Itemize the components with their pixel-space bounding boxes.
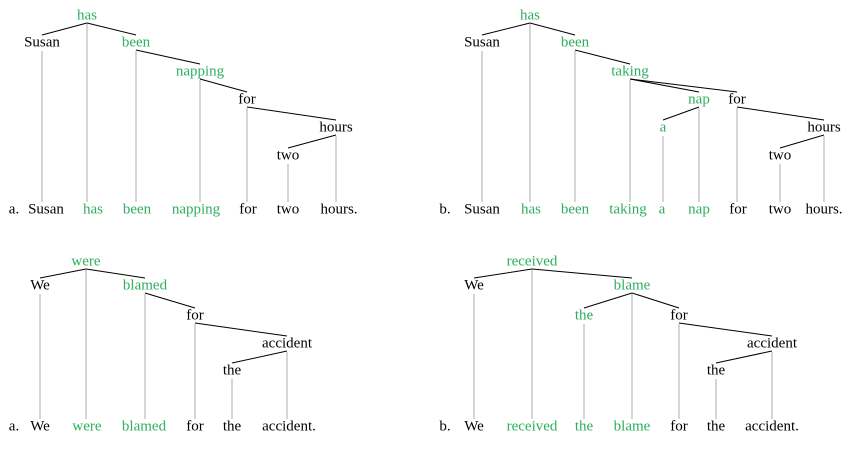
panel-label: a. bbox=[8, 201, 20, 218]
sentence-word: blame bbox=[613, 418, 651, 435]
dependency-edge bbox=[85, 268, 146, 279]
dependency-edge bbox=[779, 134, 825, 149]
sentence-word: for bbox=[239, 201, 257, 218]
tree-node-word: We bbox=[30, 277, 50, 294]
sentence-word: accident. bbox=[262, 418, 316, 435]
sentence-word: napping bbox=[171, 201, 221, 218]
dependency-edge bbox=[629, 78, 700, 93]
sentence-word: blamed bbox=[121, 418, 167, 435]
tree-node-word: taking bbox=[611, 63, 649, 80]
dependency-edge bbox=[231, 350, 288, 364]
dependency-edge bbox=[529, 22, 576, 36]
dependency-edge bbox=[629, 78, 738, 93]
sentence-word: the bbox=[222, 418, 242, 435]
sentence-word: were bbox=[72, 418, 102, 435]
tree-node-word: accident bbox=[747, 335, 797, 352]
sentence-word: the bbox=[706, 418, 726, 435]
tree-node-word: We bbox=[464, 277, 484, 294]
sentence-word: nap bbox=[688, 201, 710, 218]
tree-node-word: the bbox=[222, 362, 242, 379]
panel-label: a. bbox=[8, 418, 20, 435]
sentence-word: taking bbox=[609, 201, 647, 218]
tree-node-word: been bbox=[560, 34, 590, 51]
dependency-edge bbox=[531, 268, 633, 279]
tree-node-word: two bbox=[276, 147, 300, 164]
sentence-word: for bbox=[670, 418, 688, 435]
tree-node-word: napping bbox=[175, 63, 225, 80]
tree-node-word: hours bbox=[319, 119, 353, 136]
sentence-word: accident. bbox=[745, 418, 799, 435]
dependency-edge bbox=[574, 49, 631, 65]
dependency-edge bbox=[715, 350, 773, 364]
dependency-edge bbox=[199, 78, 248, 93]
tree-node-word: has bbox=[77, 7, 97, 24]
sentence-word: We bbox=[464, 418, 484, 435]
sentence-word: been bbox=[560, 201, 590, 218]
sentence-word: hours. bbox=[320, 201, 358, 218]
tree-node-word: two bbox=[768, 147, 792, 164]
dependency-edge bbox=[678, 322, 773, 337]
sentence-word: Susan bbox=[464, 201, 500, 218]
tree-node-word: received bbox=[506, 253, 558, 270]
tree-node-word: hours bbox=[807, 119, 841, 136]
sentence-word: the bbox=[574, 418, 594, 435]
sentence-word: a bbox=[658, 201, 666, 218]
tree-node-word: were bbox=[71, 253, 101, 270]
dependency-edge bbox=[246, 106, 337, 121]
sentence-word: been bbox=[122, 201, 152, 218]
tree-node-word: for bbox=[238, 91, 256, 108]
sentence-word: two bbox=[276, 201, 300, 218]
sentence-word: has bbox=[83, 201, 103, 218]
dependency-edge bbox=[41, 22, 88, 36]
dependency-edge bbox=[583, 292, 633, 309]
tree-node-word: accident bbox=[262, 335, 312, 352]
panel-label: b. bbox=[439, 201, 451, 218]
tree-node-word: Susan bbox=[464, 34, 500, 51]
dependency-edge bbox=[287, 134, 337, 149]
tree-node-word: been bbox=[121, 34, 151, 51]
sentence-word: hours. bbox=[805, 201, 843, 218]
tree-node-word: blamed bbox=[122, 277, 168, 294]
tree-node-word: blame bbox=[613, 277, 651, 294]
sentence-word: for bbox=[729, 201, 747, 218]
sentence-word: two bbox=[768, 201, 792, 218]
sentence-word: received bbox=[506, 418, 558, 435]
dependency-edge bbox=[39, 268, 87, 279]
dependency-edge bbox=[662, 106, 700, 121]
dependency-edge bbox=[144, 292, 196, 309]
tree-node-word: the bbox=[574, 307, 594, 324]
tree-node-word: a bbox=[659, 119, 667, 136]
tree-node-word: for bbox=[728, 91, 746, 108]
dependency-edge bbox=[481, 22, 531, 36]
dependency-edge bbox=[631, 292, 680, 309]
dependency-edge bbox=[194, 322, 288, 337]
sentence-word: has bbox=[521, 201, 541, 218]
tree-node-word: has bbox=[520, 7, 540, 24]
dependency-edge bbox=[473, 268, 533, 279]
sentence-word: We bbox=[30, 418, 50, 435]
tree-node-word: the bbox=[706, 362, 726, 379]
tree-node-word: Susan bbox=[24, 34, 60, 51]
dependency-edge bbox=[135, 49, 201, 65]
dependency-edge bbox=[736, 106, 825, 121]
sentence-word: Susan bbox=[28, 201, 64, 218]
tree-node-word: for bbox=[186, 307, 204, 324]
tree-node-word: for bbox=[670, 307, 688, 324]
tree-node-word: nap bbox=[688, 91, 710, 108]
panel-label: b. bbox=[439, 418, 451, 435]
dependency-edge bbox=[86, 22, 137, 36]
sentence-word: for bbox=[186, 418, 204, 435]
